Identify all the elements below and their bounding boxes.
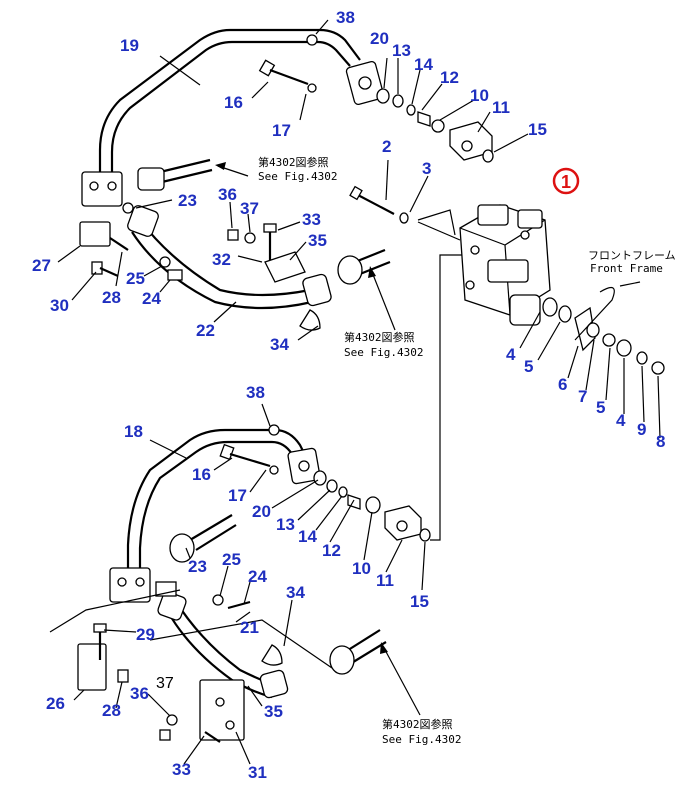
callout-15-top: 15 bbox=[528, 120, 547, 139]
callout-25-top: 25 bbox=[126, 269, 145, 288]
bolt-2-washer-3 bbox=[349, 185, 409, 224]
callout-35-top: 35 bbox=[308, 231, 327, 250]
callout-14-bottom: 14 bbox=[298, 527, 317, 546]
callout-24-top: 24 bbox=[142, 289, 161, 308]
callout-13-top: 13 bbox=[392, 41, 411, 60]
callout-12-top: 12 bbox=[440, 68, 459, 87]
callout-16-top: 16 bbox=[224, 93, 243, 112]
callout-8: 8 bbox=[656, 432, 665, 451]
callout-5-right: 5 bbox=[596, 398, 605, 417]
leader-lines-top bbox=[57, 19, 661, 439]
callout-13-bottom: 13 bbox=[276, 515, 295, 534]
callout-11-top: 11 bbox=[492, 98, 510, 117]
bolts-16-17-bottom bbox=[219, 424, 280, 475]
handwritten-37: 37 bbox=[156, 675, 174, 692]
callout-24-bottom: 24 bbox=[248, 567, 267, 586]
callout-7: 7 bbox=[578, 387, 587, 406]
ref-mid-jp: 第4302図参照 bbox=[344, 330, 415, 344]
callout-10-bottom: 10 bbox=[352, 559, 371, 578]
small-parts-top bbox=[79, 202, 321, 331]
callout-11-bottom: 11 bbox=[376, 571, 394, 590]
callout-37: 37 bbox=[240, 199, 259, 218]
front-frame-en: Front Frame bbox=[590, 262, 663, 275]
callout-34-bottom: 34 bbox=[286, 583, 305, 602]
callout-17-top: 17 bbox=[272, 121, 291, 140]
callout-32: 32 bbox=[212, 250, 231, 269]
callout-23-top: 23 bbox=[178, 191, 197, 210]
callout-23-bottom: 23 bbox=[188, 557, 207, 576]
callout-16-bottom: 16 bbox=[192, 465, 211, 484]
callout-27: 27 bbox=[32, 256, 51, 275]
pipe-21 bbox=[157, 591, 289, 699]
callout-33-bottom: 33 bbox=[172, 760, 191, 779]
callout-14-top: 14 bbox=[414, 55, 433, 74]
callout-25-bottom: 25 bbox=[222, 550, 241, 569]
reference-notes: 第4302図参照 See Fig.4302 第4302図参照 See Fig.4… bbox=[258, 155, 676, 746]
fittings-top-row bbox=[376, 88, 494, 163]
callout-12-bottom: 12 bbox=[322, 541, 341, 560]
callout-34-top: 34 bbox=[270, 335, 289, 354]
callout-22: 22 bbox=[196, 321, 215, 340]
callout-31: 31 bbox=[248, 763, 267, 782]
callout-38-bottom: 38 bbox=[246, 383, 265, 402]
hose-center bbox=[337, 248, 391, 285]
callout-38-top: 38 bbox=[336, 8, 355, 27]
valve-assembly bbox=[459, 204, 551, 326]
callout-4-top: 4 bbox=[506, 345, 516, 364]
highlight-part-1: 1 bbox=[552, 167, 580, 195]
ref-mid-en: See Fig.4302 bbox=[344, 346, 423, 359]
callout-18: 18 bbox=[124, 422, 143, 441]
callout-20-bottom: 20 bbox=[252, 502, 271, 521]
upper-pipe-19 bbox=[81, 28, 385, 207]
callout-33-top: 33 bbox=[302, 210, 321, 229]
callout-36-top: 36 bbox=[218, 185, 237, 204]
callout-4-right: 4 bbox=[616, 411, 626, 430]
front-frame-jp: フロントフレーム bbox=[588, 249, 676, 262]
callout-35-bottom: 35 bbox=[264, 702, 283, 721]
callout-labels: 38 20 13 14 12 10 11 15 19 16 17 2 3 23 … bbox=[32, 8, 665, 782]
ref-bottom-jp: 第4302図参照 bbox=[382, 717, 453, 731]
callout-30: 30 bbox=[50, 296, 69, 315]
callout-19: 19 bbox=[120, 36, 139, 55]
ref-top-jp: 第4302図参照 bbox=[258, 155, 329, 169]
callout-3: 3 bbox=[422, 159, 431, 178]
callout-29: 29 bbox=[136, 625, 155, 644]
bolts-16-17-top bbox=[258, 34, 318, 93]
hose-bottom-right bbox=[329, 629, 387, 675]
callout-36-bottom: 36 bbox=[130, 684, 149, 703]
pipe-22 bbox=[127, 205, 332, 310]
callout-21: 21 bbox=[240, 618, 259, 637]
fittings-bottom-row bbox=[313, 470, 431, 542]
small-parts-bottom bbox=[49, 581, 333, 743]
callout-20-top: 20 bbox=[370, 29, 389, 48]
callout-28-top: 28 bbox=[102, 288, 121, 307]
hose-bottom-left bbox=[169, 514, 237, 563]
hose-top-left bbox=[137, 158, 213, 191]
callout-6: 6 bbox=[558, 375, 567, 394]
callout-17-bottom: 17 bbox=[228, 486, 247, 505]
ref-bottom-en: See Fig.4302 bbox=[382, 733, 461, 746]
ref-top-en: See Fig.4302 bbox=[258, 170, 337, 183]
upper-pipe-18 bbox=[109, 428, 321, 603]
callout-15-bottom: 15 bbox=[410, 592, 429, 611]
callout-10-top: 10 bbox=[470, 86, 489, 105]
callout-26: 26 bbox=[46, 694, 65, 713]
callout-28-bottom: 28 bbox=[102, 701, 121, 720]
connection-line bbox=[417, 221, 462, 541]
leader-lines-bottom bbox=[73, 403, 426, 765]
callout-5-top: 5 bbox=[524, 357, 533, 376]
callout-2: 2 bbox=[382, 137, 391, 156]
callout-1: 1 bbox=[561, 172, 571, 192]
callout-9: 9 bbox=[637, 420, 646, 439]
